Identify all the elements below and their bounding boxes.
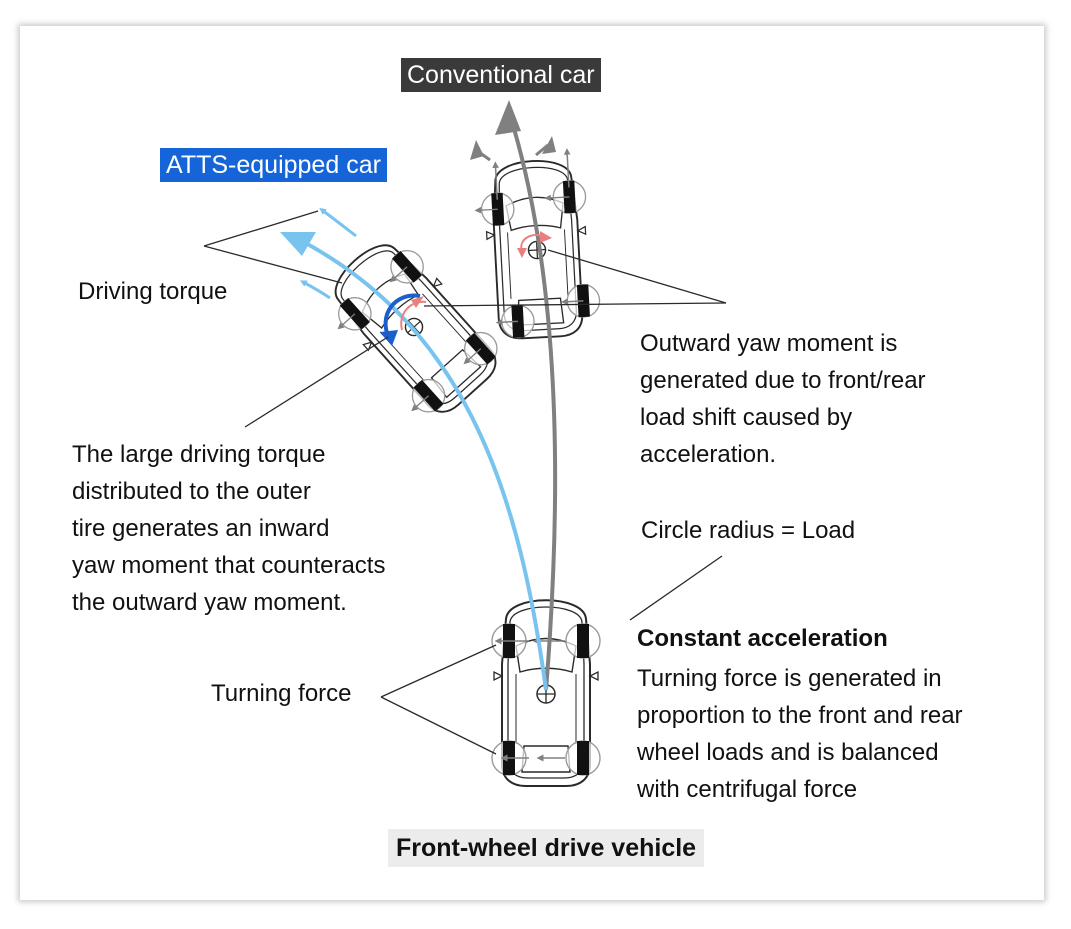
turning-force-desc-line-1: Turning force is generated in: [637, 665, 942, 692]
atts-path-arrow: [299, 238, 548, 691]
atts-car-body-icon: [316, 226, 511, 426]
large-torque-line-4: yaw moment that counteracts: [72, 552, 386, 579]
turning-force-desc-line-2: proportion to the front and rear: [637, 702, 963, 729]
conventional-car-label: Conventional car: [401, 58, 601, 92]
turning-force-description: Turning force is generated in proportion…: [637, 660, 963, 808]
turning-force-label: Turning force: [211, 680, 352, 707]
atts-arrowhead-icon: [280, 232, 316, 256]
conventional-arrowhead-icon: [495, 100, 521, 135]
outward-yaw-arrow: [400, 300, 427, 331]
turning-force-desc-line-4: with centrifugal force: [637, 776, 858, 803]
outward-yaw-line-1: Outward yaw moment is: [640, 330, 898, 357]
outward-yaw-line-2: generated due to front/rear: [640, 367, 926, 394]
bottom-car-body-icon: [491, 599, 601, 787]
outward-yaw-line-4: acceleration.: [640, 441, 777, 468]
conventional-path-arrow: [507, 111, 558, 691]
large-torque-text: The large driving torque distributed to …: [72, 436, 385, 621]
turning-force-desc-line-3: wheel loads and is balanced: [637, 739, 939, 766]
constant-acceleration-title: Constant acceleration: [637, 625, 888, 652]
atts-car-label: ATTS-equipped car: [160, 148, 387, 182]
vehicle-caption: Front-wheel drive vehicle: [388, 829, 705, 867]
conventional-car-body-icon: [474, 148, 602, 341]
driving-torque-label: Driving torque: [78, 278, 228, 305]
circle-radius-label: Circle radius = Load: [641, 517, 856, 544]
large-torque-line-1: The large driving torque: [72, 441, 326, 468]
outward-yaw-line-3: load shift caused by: [640, 404, 853, 431]
large-torque-line-3: tire generates an inward: [72, 515, 330, 542]
large-torque-line-5: the outward yaw moment.: [72, 589, 347, 616]
leader-lines: [203, 210, 727, 755]
large-torque-line-2: distributed to the outer: [72, 478, 311, 505]
outward-yaw-text: Outward yaw moment is generated due to f…: [640, 325, 926, 473]
